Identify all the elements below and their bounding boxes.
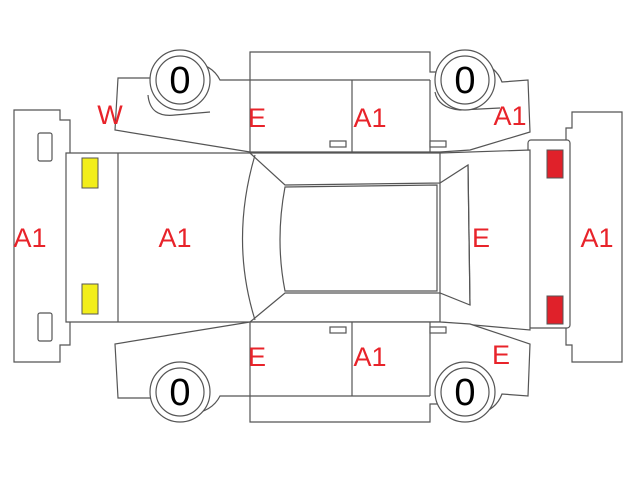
label-right-rear-door: A1 bbox=[353, 342, 386, 372]
tire-right-front-grade: 0 bbox=[169, 372, 190, 414]
front-lamp-left-marker bbox=[81, 157, 99, 189]
car-body bbox=[65, 149, 531, 331]
rear-lamp-left-marker bbox=[546, 149, 564, 179]
label-left-rear-quarter: A1 bbox=[493, 101, 526, 131]
tire-left-rear: 0 bbox=[434, 49, 496, 111]
label-rear-bumper: A1 bbox=[580, 223, 613, 253]
label-hood: A1 bbox=[158, 223, 191, 253]
label-left-rear-door: A1 bbox=[353, 103, 386, 133]
label-front-bumper: A1 bbox=[13, 223, 46, 253]
label-windshield: W bbox=[97, 100, 123, 130]
tire-left-rear-grade: 0 bbox=[454, 60, 475, 102]
tire-right-front: 0 bbox=[149, 361, 211, 423]
rear-bumper bbox=[527, 111, 623, 363]
front-bumper bbox=[13, 109, 71, 363]
tire-left-front: 0 bbox=[149, 49, 211, 111]
front-lamp-right-marker bbox=[81, 283, 99, 315]
label-left-front-door: E bbox=[248, 103, 266, 133]
label-right-rear-quarter: E bbox=[492, 340, 510, 370]
label-trunk: E bbox=[472, 223, 490, 253]
tire-right-rear: 0 bbox=[434, 361, 496, 423]
tire-left-front-grade: 0 bbox=[169, 60, 190, 102]
rear-lamp-right-marker bbox=[546, 295, 564, 325]
tire-right-rear-grade: 0 bbox=[454, 372, 475, 414]
label-right-front-door: E bbox=[248, 342, 266, 372]
